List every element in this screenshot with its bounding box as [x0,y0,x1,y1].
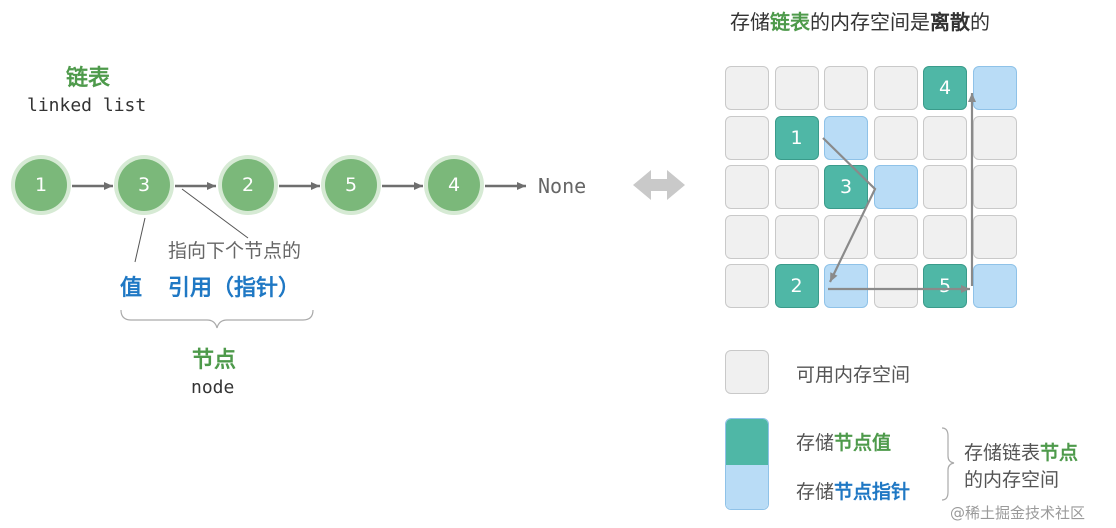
legend-free-cell [725,350,769,394]
legend-store-pre: 存储 [796,481,835,503]
legend-node-value-emph: 节点值 [834,432,892,454]
list-node [114,155,174,215]
legend-group-emph: 节点 [1040,442,1079,464]
list-node-value: 1 [34,174,48,196]
list-node-value: 2 [241,174,255,196]
memory-title-mid: 的内存空间是 [810,10,930,34]
reference-label: 引用（指针） [168,276,301,301]
memory-cell-value-text: 3 [839,176,853,198]
legend-free-label: 可用内存空间 [796,364,911,386]
memory-cell-free [774,214,819,259]
memory-cell-free [824,66,868,110]
memory-cell-free [923,115,967,160]
legend-node-pointer-label: 存储节点指针 [796,477,910,504]
memory-cell-node-pointer [873,165,918,209]
value-label: 值 [120,276,143,301]
watermark: @稀土掘金技术社区 [950,504,1086,522]
memory-cell-free [824,214,868,259]
memory-cell-value-text: 1 [790,126,803,149]
memory-title-post: 的 [970,10,990,34]
memory-cell-free [725,214,769,259]
memory-cell-free [725,264,769,308]
none-label: None [538,174,587,198]
node-label-cn: 节点 [192,348,237,373]
memory-cell-free [725,165,769,209]
memory-cell-free [923,214,967,259]
memory-cell-node-pointer [824,115,868,160]
memory-cell-node-value [774,115,819,160]
pointer-leader-line [181,188,249,239]
legend-brace [941,427,955,501]
memory-cell-free [972,115,1017,160]
legend-value-part [726,419,768,465]
memory-cell-free [972,214,1017,259]
memory-cell-value-text: 2 [790,275,803,297]
memory-cell-free [873,264,918,308]
memory-cell-node-value [923,264,967,308]
memory-cell-free [923,165,967,209]
legend-node-cell [725,418,769,510]
memory-cell-node-pointer [972,66,1017,110]
legend-group-label-line2: 的内存空间 [964,469,1060,491]
memory-cell-free [873,214,918,259]
legend-group-label-line1: 存储链表节点 [964,438,1078,465]
memory-cell-node-pointer [972,264,1017,308]
linked-list-title-en: linked list [27,95,147,116]
memory-cell-node-pointer [824,264,868,308]
memory-cell-node-value [923,66,967,110]
memory-cell-free [873,115,918,160]
list-node [424,155,484,215]
list-node [11,155,71,215]
memory-cell-value-text: 5 [938,275,952,297]
memory-cell-free [725,115,769,160]
legend-store-pre: 存储 [796,432,835,454]
list-node [321,155,381,215]
legend-group-pre: 存储链表 [964,442,1041,464]
memory-cell-free [972,165,1017,209]
memory-title-emph-linked-list: 链表 [770,10,810,34]
memory-title: 存储链表的内存空间是离散的 [730,6,990,35]
memory-cell-free [725,66,769,110]
list-node-value: 5 [344,174,358,196]
memory-cell-free [873,66,918,110]
node-brace [120,309,314,329]
memory-cell-free [774,165,819,209]
list-node [218,155,278,215]
memory-cell-free [774,66,819,110]
pointer-description: 指向下个节点的 [168,240,302,262]
memory-cell-node-value [774,264,819,308]
memory-title-emph-discrete: 离散 [930,10,970,34]
legend-pointer-part [726,465,768,509]
memory-title-pre: 存储 [730,10,770,34]
linked-list-title-cn: 链表 [66,66,111,91]
list-node-value: 3 [137,174,151,196]
node-label-en: node [191,377,235,398]
legend-node-value-label: 存储节点值 [796,428,891,455]
memory-cell-value-text: 4 [938,77,952,99]
legend-node-pointer-emph: 节点指针 [834,481,911,503]
value-leader-line [134,217,146,263]
double-arrow-icon [633,170,685,200]
list-node-value: 4 [447,174,461,196]
